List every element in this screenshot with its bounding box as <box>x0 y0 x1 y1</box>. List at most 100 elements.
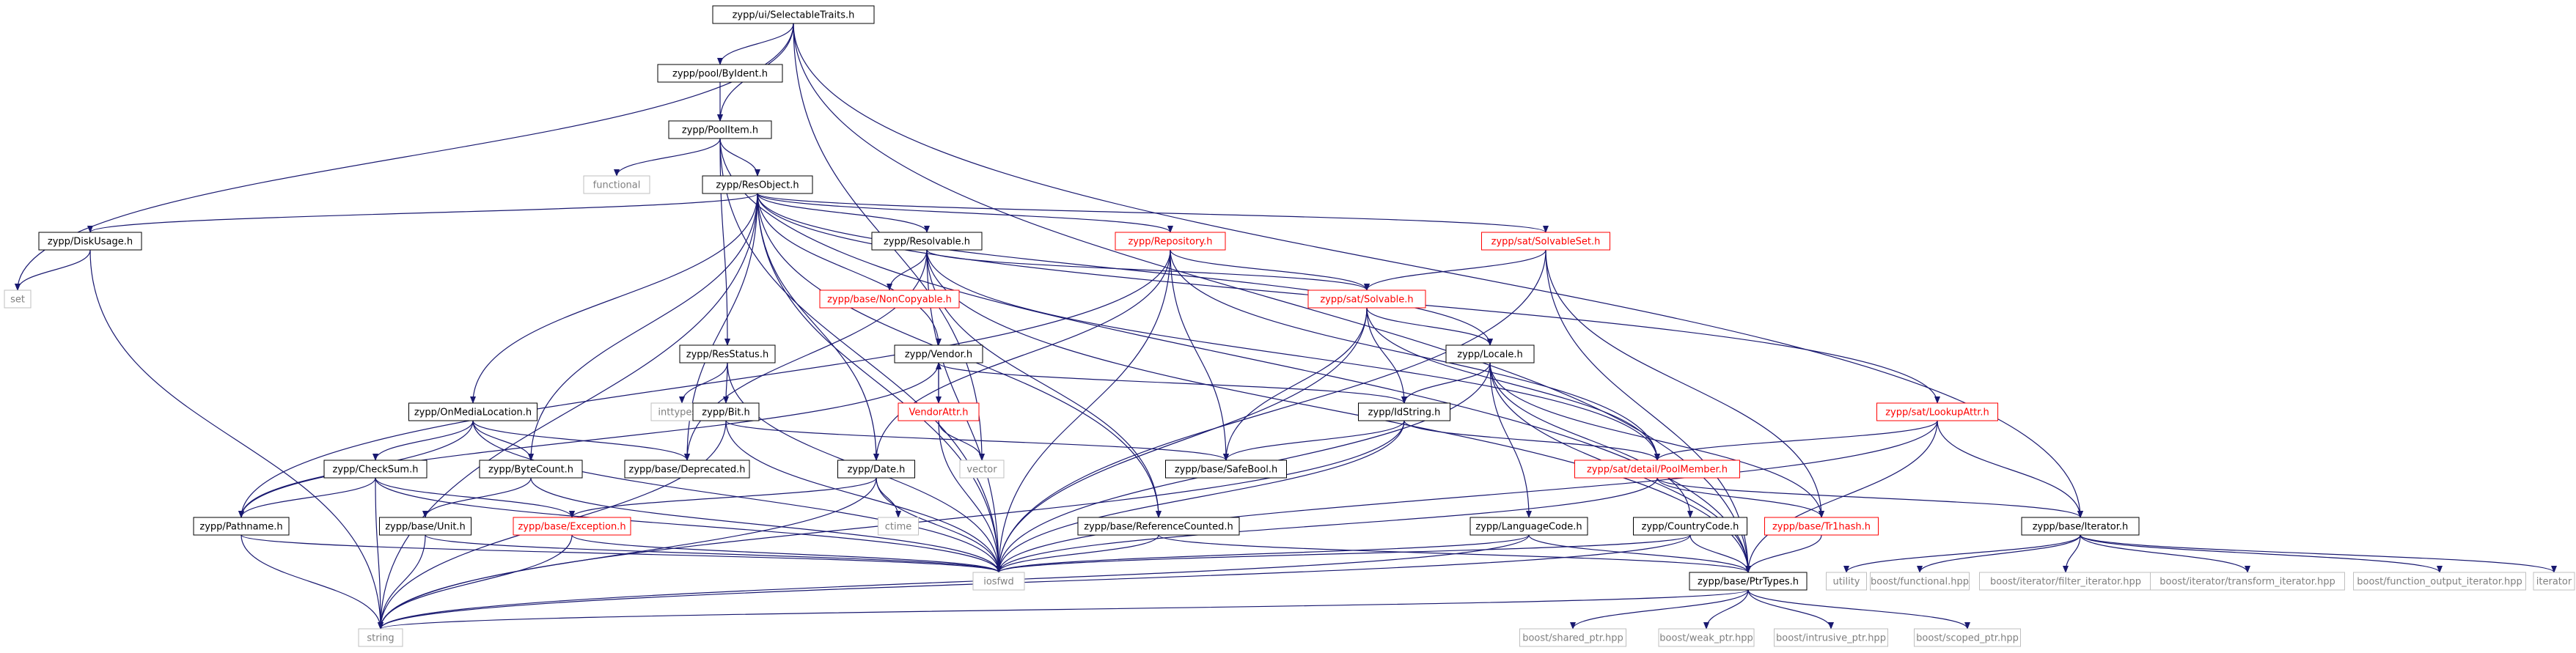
edge-trihash-to-ptrtypes <box>1745 534 1822 573</box>
node-label: zypp/sat/LookupAttr.h <box>1885 407 1989 418</box>
node-bfunctional: boost/functional.hpp <box>1870 572 1970 591</box>
edge-iterator_h-to-utility <box>1843 534 2081 573</box>
edge-checksum-to-pathname <box>238 477 376 518</box>
edge-resobject-to-bytecount <box>528 193 758 461</box>
node-label: zypp/base/SafeBool.h <box>1175 465 1277 476</box>
node-box <box>819 289 960 309</box>
edge-iterator_h-to-transform_it <box>2080 534 2250 573</box>
node-vendorattr[interactable]: VendorAttr.h <box>898 402 980 421</box>
node-iterator_h[interactable]: zypp/base/Iterator.h <box>2021 517 2140 536</box>
edge-poolmember-to-trihash <box>1656 477 1824 518</box>
node-poolitem[interactable]: zypp/PoolItem.h <box>668 120 772 139</box>
node-label: zypp/Bit.h <box>702 407 749 418</box>
node-box <box>1165 460 1287 479</box>
node-label: boost/functional.hpp <box>1871 577 1969 588</box>
node-bytecount[interactable]: zypp/ByteCount.h <box>479 460 583 479</box>
node-label: zypp/OnMediaLocation.h <box>414 407 532 418</box>
edge-vendorattr-to-vector <box>938 420 985 461</box>
node-label: zypp/ui/SelectableTraits.h <box>733 10 855 21</box>
node-poolmember[interactable]: zypp/sat/detail/PoolMember.h <box>1574 460 1740 479</box>
node-countrycode[interactable]: zypp/CountryCode.h <box>1633 517 1747 536</box>
edge-date-to-ctime <box>876 477 901 518</box>
node-set: set <box>4 289 32 309</box>
node-box <box>1077 517 1240 536</box>
edge-countrycode-to-iosfwd <box>996 534 1691 573</box>
node-locale[interactable]: zypp/Locale.h <box>1445 344 1535 364</box>
edge-ptrtypes-to-shared_ptr <box>1570 589 1749 630</box>
node-label: zypp/DiskUsage.h <box>48 237 133 248</box>
edge-repository-to-poolmember <box>1170 249 1660 461</box>
edge-solvable-to-iosfwd <box>996 307 1368 573</box>
node-label: zypp/Repository.h <box>1128 237 1212 248</box>
node-ptrtypes[interactable]: zypp/base/PtrTypes.h <box>1689 572 1808 591</box>
node-pathname[interactable]: zypp/Pathname.h <box>193 517 290 536</box>
node-label: zypp/ByteCount.h <box>488 465 573 476</box>
node-box <box>1914 628 2021 647</box>
node-label: utility <box>1833 577 1860 588</box>
edge-solvableset-to-solvable <box>1364 249 1546 291</box>
node-root[interactable]: zypp/ui/SelectableTraits.h <box>712 5 875 24</box>
node-label: ctime <box>885 522 912 533</box>
node-box <box>1358 402 1450 421</box>
node-box <box>1689 572 1808 591</box>
node-solvable[interactable]: zypp/sat/Solvable.h <box>1307 289 1426 309</box>
node-exception[interactable]: zypp/base/Exception.h <box>513 517 631 536</box>
edge-pathname-to-iosfwd <box>241 534 1002 573</box>
node-solvableset[interactable]: zypp/sat/SolvableSet.h <box>1481 232 1610 251</box>
edge-bytecount-to-unit <box>422 477 532 518</box>
edge-ptrtypes-to-string <box>378 589 1749 630</box>
edge-bit-to-iosfwd <box>725 420 1002 573</box>
node-label: zypp/PoolItem.h <box>682 125 758 136</box>
edge-resolvable-to-solvable <box>926 249 1370 291</box>
edge-solvable-to-locale <box>1366 307 1493 346</box>
node-box <box>1774 628 1888 647</box>
node-box <box>4 289 32 309</box>
node-onmedialocation[interactable]: zypp/OnMediaLocation.h <box>408 402 537 421</box>
node-safebool[interactable]: zypp/base/SafeBool.h <box>1165 460 1287 479</box>
edge-idstring-to-safebool <box>1223 420 1405 461</box>
node-resstatus[interactable]: zypp/ResStatus.h <box>679 344 776 364</box>
node-label: zypp/CountryCode.h <box>1642 522 1739 533</box>
node-lookupattr[interactable]: zypp/sat/LookupAttr.h <box>1876 402 1998 421</box>
edge-ptrtypes-to-intrusive_ptr <box>1747 589 1834 630</box>
node-box <box>479 460 583 479</box>
edge-languagecode-to-ptrtypes <box>1528 534 1751 573</box>
node-noncopyable[interactable]: zypp/base/NonCopyable.h <box>819 289 960 309</box>
node-utility: utility <box>1826 572 1867 591</box>
edge-vendor-to-pathname <box>238 362 939 518</box>
node-idstring[interactable]: zypp/IdString.h <box>1358 402 1450 421</box>
node-languagecode[interactable]: zypp/LanguageCode.h <box>1469 517 1588 536</box>
node-box <box>679 344 776 364</box>
node-resolvable[interactable]: zypp/Resolvable.h <box>871 232 983 251</box>
node-bit[interactable]: zypp/Bit.h <box>692 402 760 421</box>
node-box <box>1519 628 1626 647</box>
node-box <box>379 517 471 536</box>
node-byident[interactable]: zypp/pool/ByIdent.h <box>657 64 783 83</box>
dependency-edges <box>15 23 2557 630</box>
node-deprecated[interactable]: zypp/base/Deprecated.h <box>624 460 750 479</box>
node-date[interactable]: zypp/Date.h <box>837 460 915 479</box>
edge-iterator_h-to-filter_it <box>2063 534 2081 573</box>
node-repository[interactable]: zypp/Repository.h <box>1115 232 1226 251</box>
node-functional: functional <box>583 175 650 194</box>
node-diskusage[interactable]: zypp/DiskUsage.h <box>38 232 142 251</box>
node-label: boost/weak_ptr.hpp <box>1659 633 1753 644</box>
node-box <box>583 175 650 194</box>
node-box <box>702 175 813 194</box>
edge-locale-to-trihash <box>1489 362 1824 518</box>
edge-resobject-to-vendor <box>757 193 942 346</box>
node-checksum[interactable]: zypp/CheckSum.h <box>323 460 428 479</box>
node-resobject[interactable]: zypp/ResObject.h <box>702 175 813 194</box>
node-trihash[interactable]: zypp/base/Tr1hash.h <box>1764 517 1879 536</box>
edge-repository-to-safebool <box>1170 249 1229 461</box>
node-label: zypp/LanguageCode.h <box>1475 522 1582 533</box>
node-refcounted[interactable]: zypp/base/ReferenceCounted.h <box>1077 517 1240 536</box>
edge-unit-to-iosfwd <box>425 534 1002 573</box>
node-vendor[interactable]: zypp/Vendor.h <box>894 344 983 364</box>
node-unit[interactable]: zypp/base/Unit.h <box>379 517 471 536</box>
node-label: zypp/sat/SolvableSet.h <box>1491 237 1601 248</box>
node-box <box>1979 572 2152 591</box>
node-label: functional <box>593 180 641 191</box>
edge-resobject-to-date <box>757 193 879 461</box>
node-box <box>2353 572 2526 591</box>
